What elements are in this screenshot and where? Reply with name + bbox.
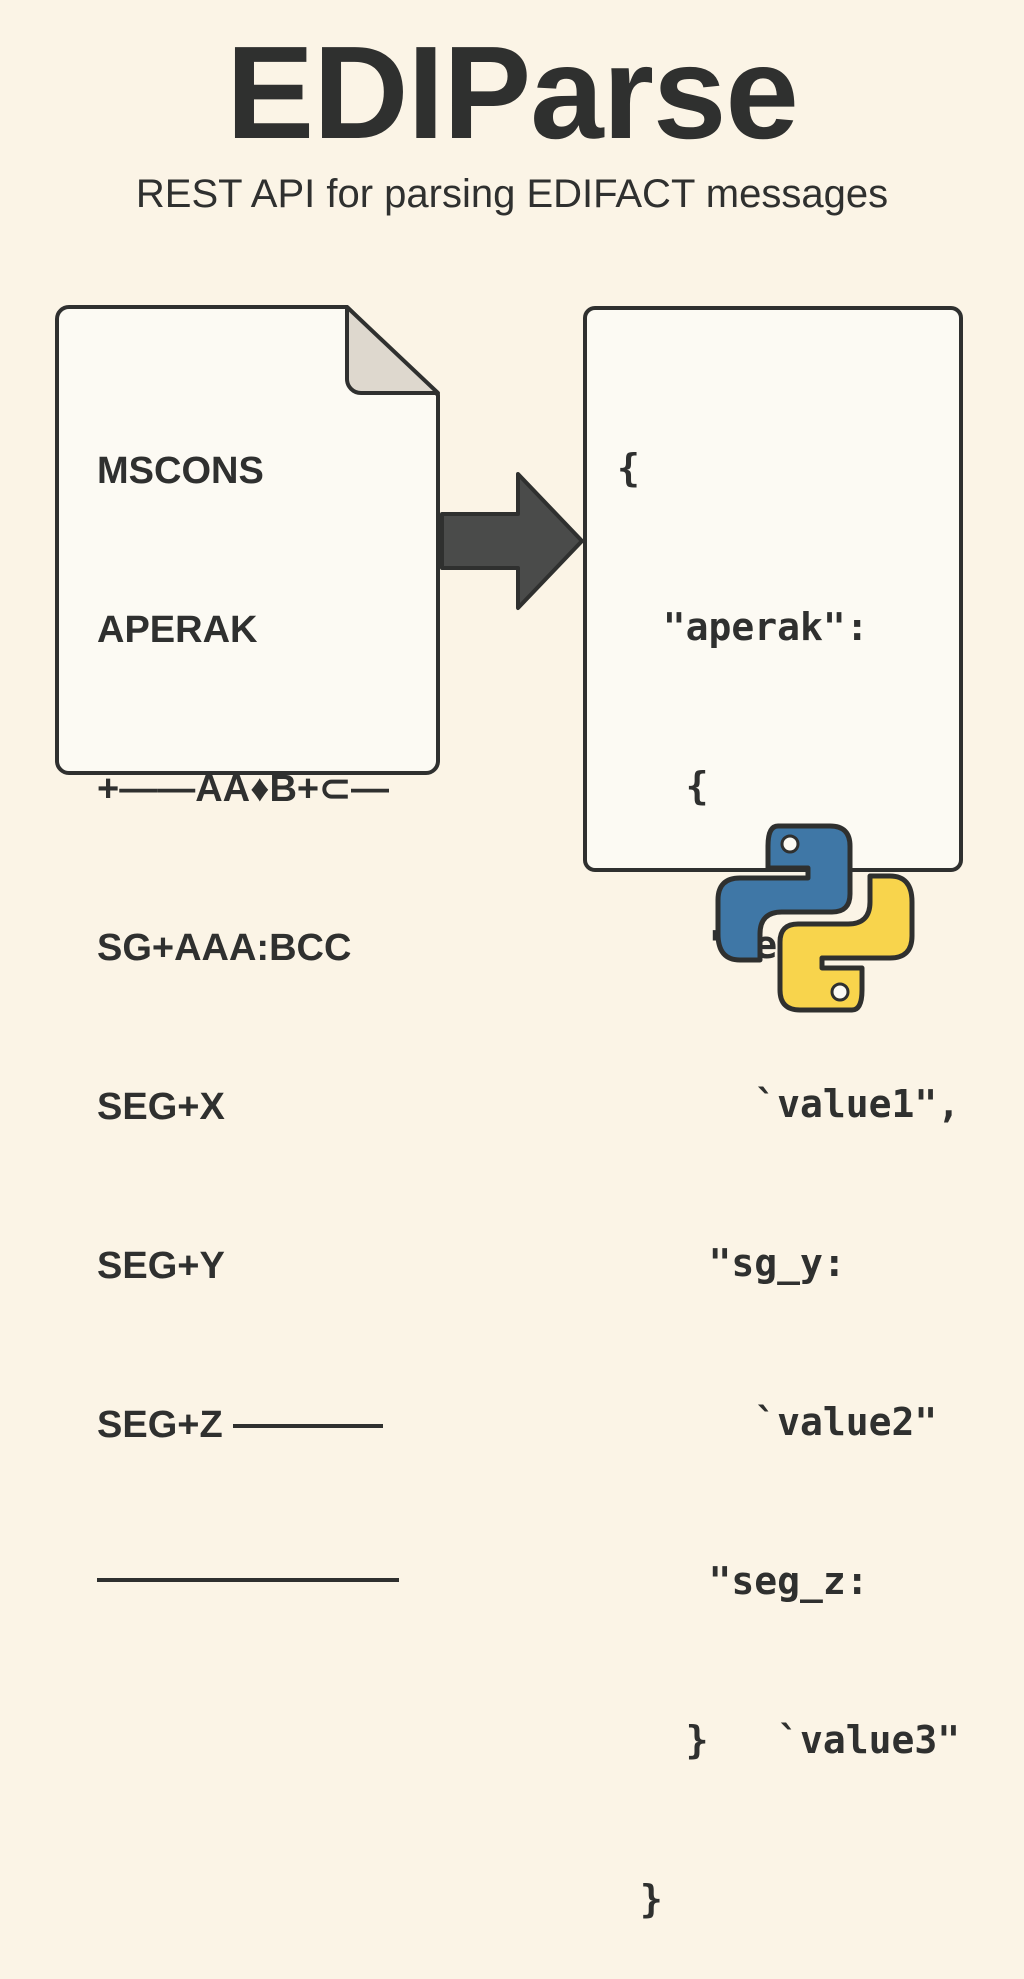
edi-line: SEG+Y [97,1240,399,1293]
json-line: } `value3" [617,1718,961,1762]
edi-line: MSCONS [97,445,399,498]
edi-line-text: +——AA♦B+⊂— [97,768,389,810]
edi-lines: MSCONS APERAK +——AA♦B+⊂— SG+AAA:BCC SEG+… [97,339,399,1688]
edi-line-text: APERAK [97,609,258,651]
json-line: "seg_z: [617,1559,869,1603]
python-logo-icon [715,823,915,1013]
document-icon [55,305,440,775]
edi-line-text: MSCONS [97,450,264,492]
edi-line [97,1558,399,1582]
json-line: `value2" [617,1400,938,1444]
json-line: "aperak": [617,605,869,649]
edi-line-text: SEG+Z [97,1404,223,1446]
edi-line: SEG+X [97,1081,399,1134]
json-line: `value1", [617,1082,961,1126]
app-title: EDIParse [226,19,799,166]
edi-line: SG+AAA:BCC [97,922,399,975]
json-line: } [617,1877,663,1921]
rule-line [97,1578,399,1582]
json-line: { [617,764,709,808]
edi-line-text: SEG+X [97,1086,225,1128]
arrow-right-icon [440,472,584,610]
edi-line-text: SG+AAA:BCC [97,927,352,969]
json-line: { [617,446,640,490]
edi-line: APERAK [97,604,399,657]
edi-line-text: SEG+Y [97,1245,225,1287]
edi-line: SEG+Z [97,1399,399,1452]
edi-line: +——AA♦B+⊂— [97,763,399,816]
edi-document: MSCONS APERAK +——AA♦B+⊂— SG+AAA:BCC SEG+… [55,305,440,1582]
json-output-panel [583,306,963,872]
json-line: "sg_y: [617,1241,846,1285]
app-subtitle: REST API for parsing EDIFACT messages [135,172,889,216]
rule-line [232,1423,383,1428]
json-code: { "aperak": { "seg_x: `value1", "sg_y: `… [617,336,960,1979]
